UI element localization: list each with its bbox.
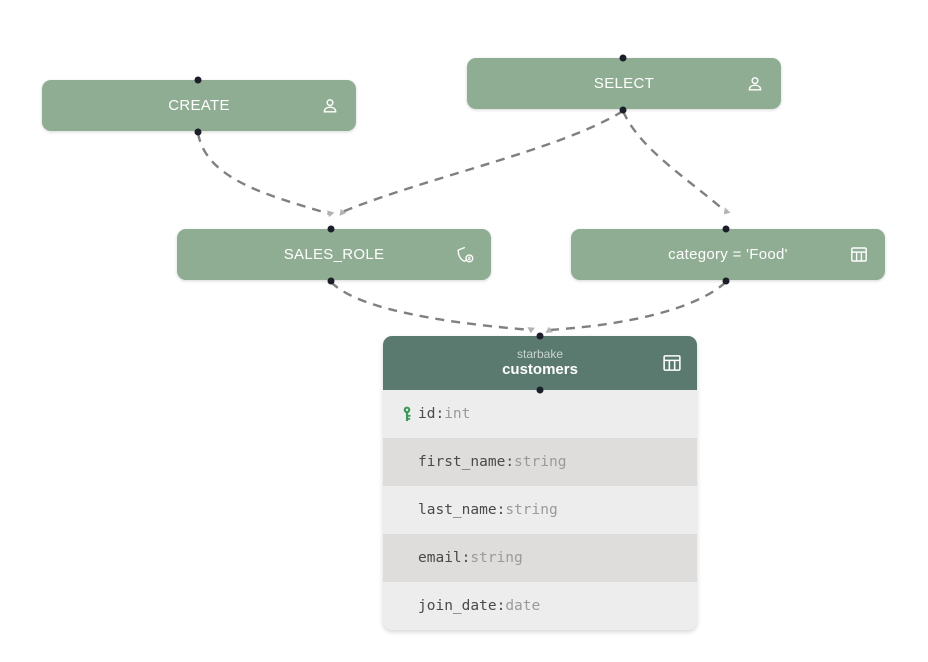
table-row[interactable]: last_name : string bbox=[383, 486, 697, 534]
field-name: last_name bbox=[418, 502, 497, 518]
connector-dot-create-top bbox=[194, 76, 202, 84]
field-type: int bbox=[444, 406, 471, 422]
node-select-label: SELECT bbox=[593, 75, 655, 92]
table-card-header[interactable]: starbake customers bbox=[383, 336, 697, 390]
connector-dot-sales-role-top bbox=[327, 225, 335, 233]
field-type: string bbox=[470, 550, 523, 566]
edge-create-to-sales-role bbox=[196, 132, 335, 218]
field-name: join_date bbox=[418, 598, 497, 614]
field-type: date bbox=[505, 598, 541, 614]
person-icon bbox=[745, 74, 765, 94]
edge-category-to-customers bbox=[545, 281, 727, 333]
table-row[interactable]: first_name : string bbox=[383, 438, 697, 486]
field-name: first_name bbox=[418, 454, 506, 470]
connector-dot-category-top bbox=[722, 225, 730, 233]
node-select[interactable]: SELECT bbox=[467, 58, 781, 109]
connector-dot-customers-top bbox=[536, 332, 544, 340]
field-name: id bbox=[418, 406, 436, 422]
connector-dot-sales-role-bottom bbox=[327, 277, 335, 285]
field-separator: : bbox=[496, 598, 506, 614]
edge-select-to-category bbox=[621, 110, 731, 215]
field-name: email bbox=[418, 550, 462, 566]
node-sales-role-label: SALES_ROLE bbox=[283, 246, 385, 263]
field-separator: : bbox=[461, 550, 471, 566]
connector-dot-select-top bbox=[619, 54, 627, 62]
field-type: string bbox=[514, 454, 567, 470]
primary-key-icon bbox=[399, 406, 414, 423]
field-separator: : bbox=[496, 502, 506, 518]
field-separator: : bbox=[435, 406, 445, 422]
table-name-label: customers bbox=[502, 361, 578, 378]
table-icon bbox=[849, 245, 869, 265]
connector-dot-select-bottom bbox=[619, 106, 627, 114]
person-icon bbox=[320, 96, 340, 116]
edge-select-to-sales-role bbox=[339, 109, 624, 216]
table-row[interactable]: join_date : date bbox=[383, 582, 697, 630]
node-create-label: CREATE bbox=[168, 97, 230, 114]
table-card-customers[interactable]: starbake customers bbox=[383, 336, 697, 630]
node-create[interactable]: CREATE bbox=[42, 80, 356, 131]
table-row[interactable]: email : string bbox=[383, 534, 697, 582]
shield-badge-icon bbox=[455, 245, 475, 265]
connector-dot-category-bottom bbox=[722, 277, 730, 285]
table-schema-label: starbake bbox=[516, 347, 564, 361]
table-icon bbox=[661, 352, 683, 374]
field-type: string bbox=[505, 502, 558, 518]
node-category-filter-label: category = 'Food' bbox=[668, 246, 788, 263]
node-category-filter[interactable]: category = 'Food' bbox=[571, 229, 885, 280]
field-separator: : bbox=[505, 454, 515, 470]
connector-dot-customers-header-bottom bbox=[536, 386, 544, 394]
node-sales-role[interactable]: SALES_ROLE bbox=[177, 229, 491, 280]
edge-sales-role-to-customers bbox=[330, 281, 536, 334]
table-row[interactable]: id : int bbox=[383, 390, 697, 438]
connector-dot-create-bottom bbox=[194, 128, 202, 136]
